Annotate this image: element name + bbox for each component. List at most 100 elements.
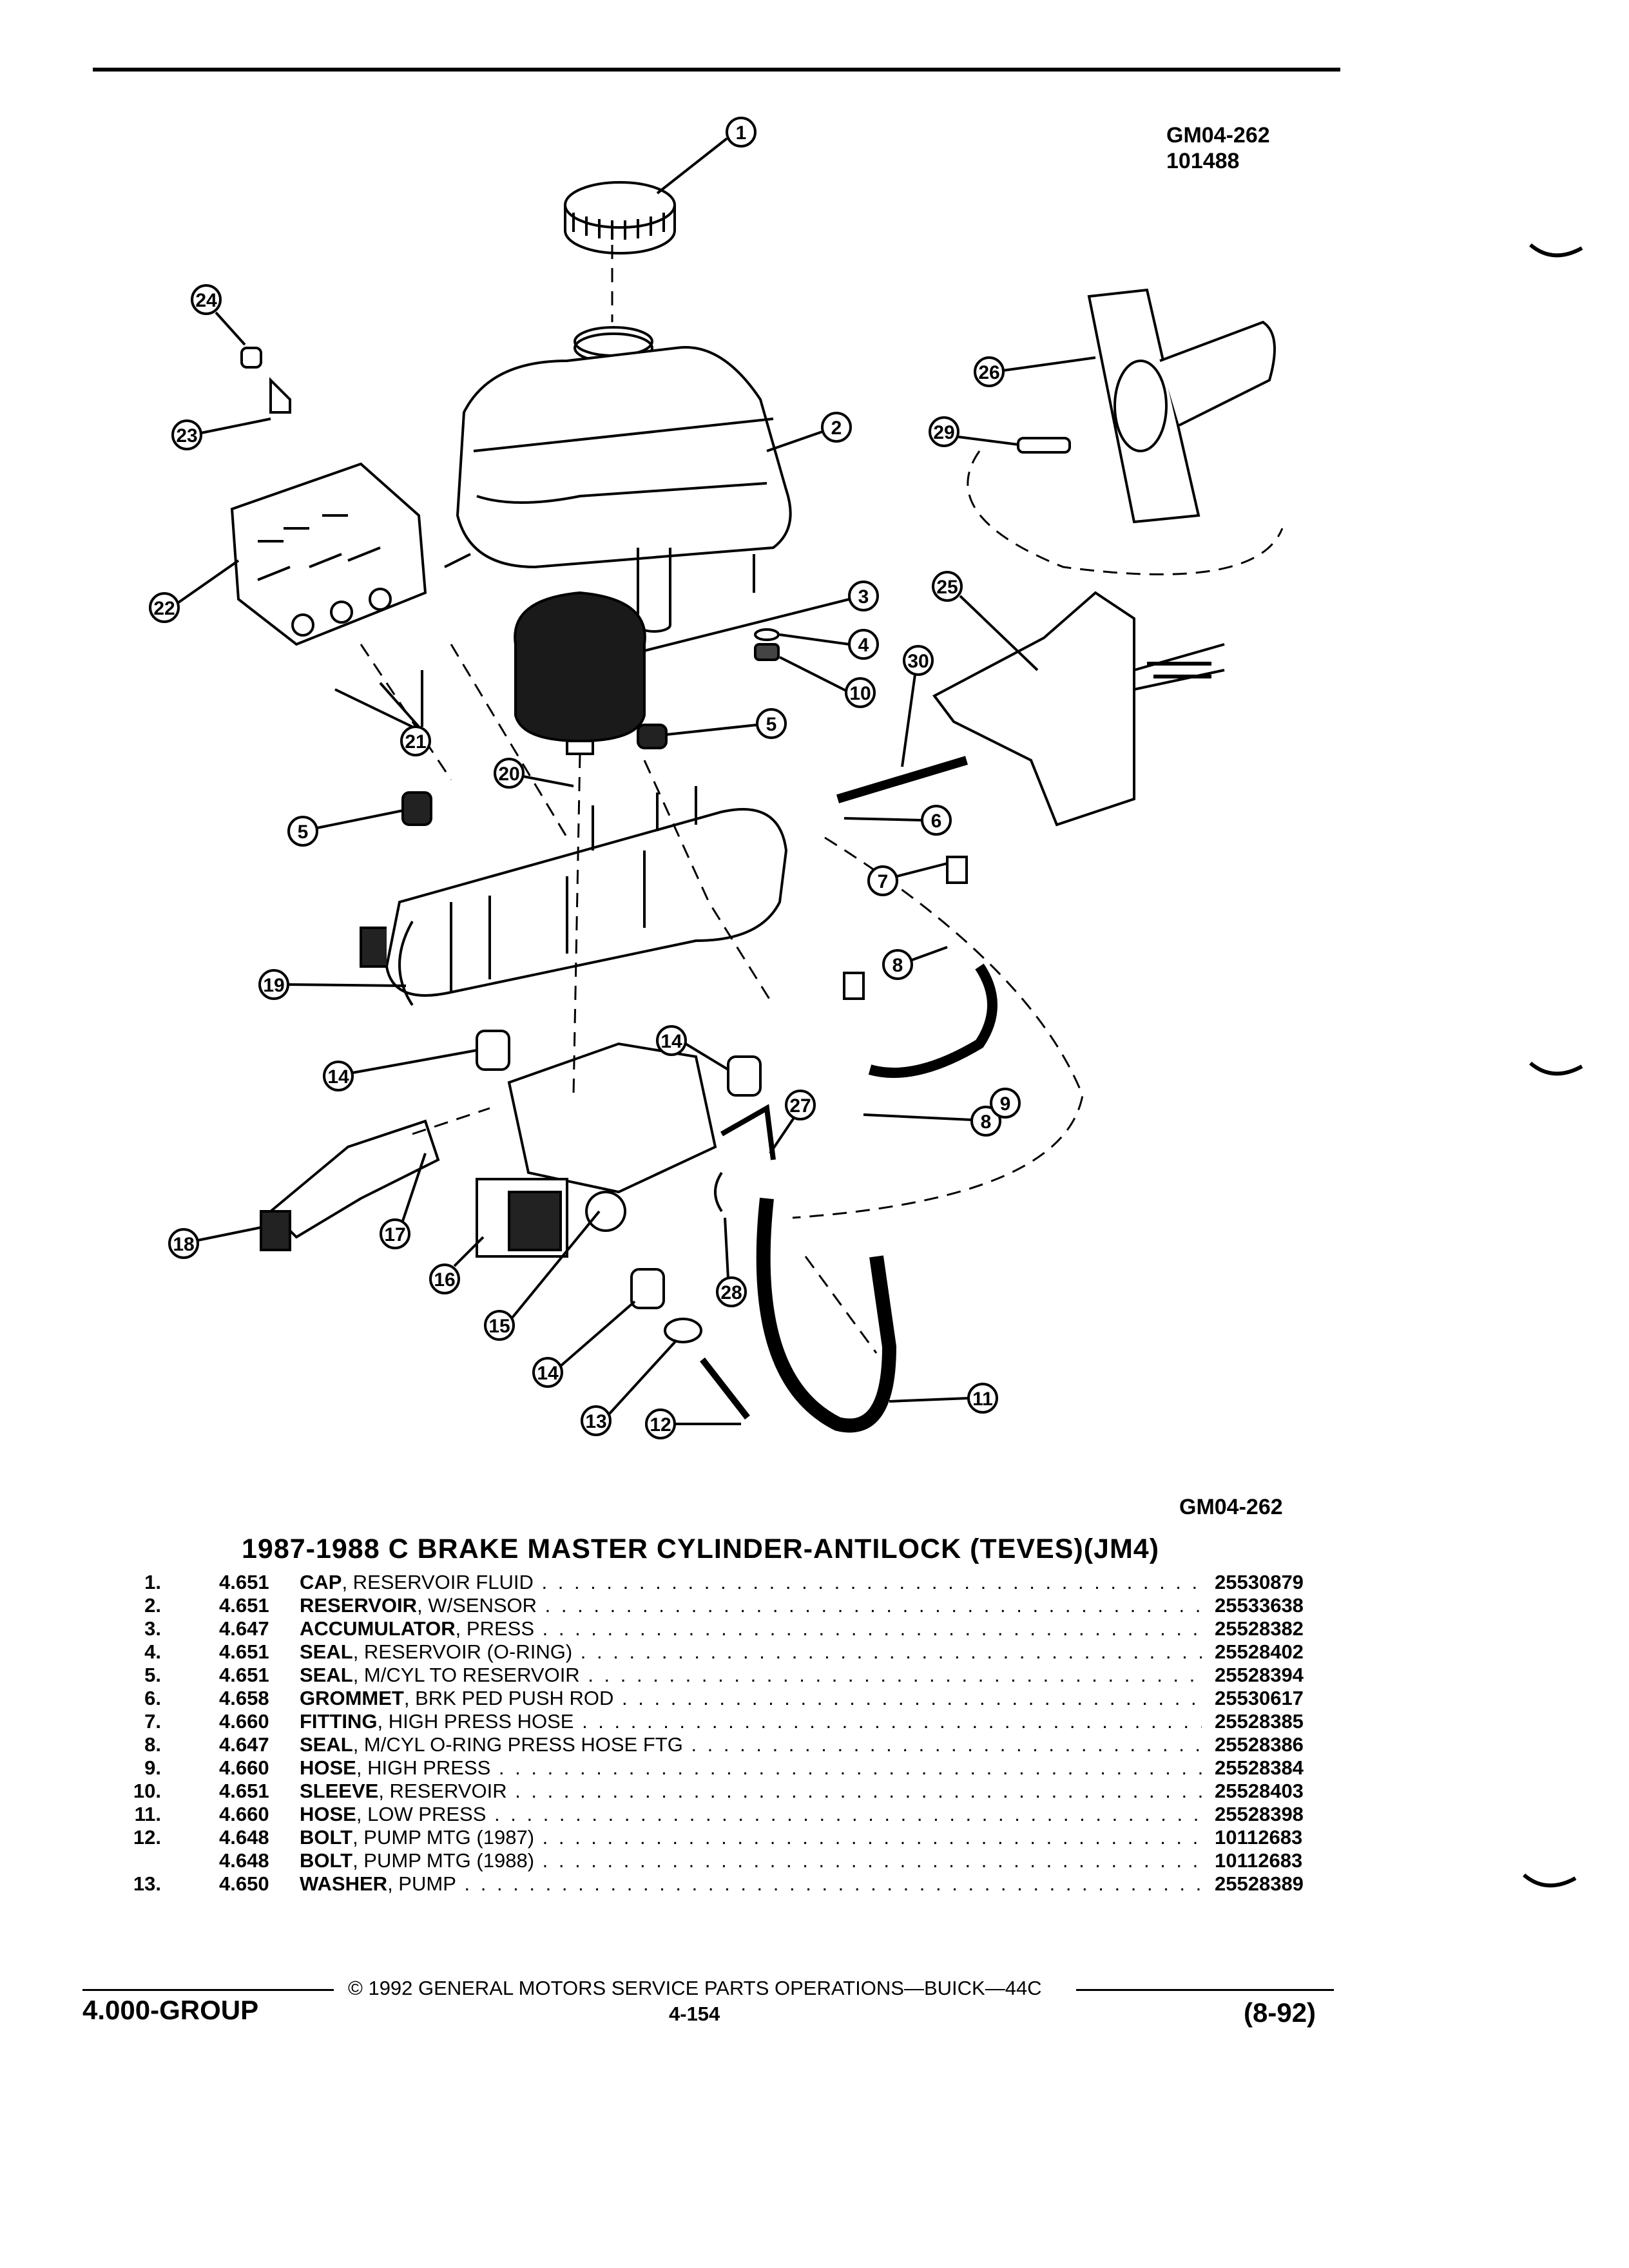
callout-22: 22 — [149, 559, 240, 623]
svg-text:6: 6 — [931, 811, 942, 832]
callout-15: 15 — [484, 1210, 601, 1341]
part-description: WASHER, PUMP . . . . . . . . . . . . . .… — [300, 1872, 1202, 1896]
callout-7: 7 — [867, 862, 948, 896]
svg-text:27: 27 — [789, 1095, 811, 1117]
callout-3: 3 — [644, 581, 879, 652]
group-number: 4.650 — [219, 1872, 269, 1895]
fluid-reservoir-illustration — [444, 326, 792, 633]
part-name: HOSE — [300, 1803, 356, 1825]
item-number: 10. — [133, 1780, 161, 1802]
group-number: 4.651 — [219, 1571, 269, 1593]
part-name: FITTING — [300, 1710, 378, 1733]
svg-text:19: 19 — [263, 975, 284, 996]
callout-28: 28 — [716, 1217, 747, 1307]
copyright-notice: © 1992 GENERAL MOTORS SERVICE PARTS OPER… — [348, 1977, 1042, 1999]
part-description: SLEEVE, RESERVOIR . . . . . . . . . . . … — [300, 1780, 1202, 1803]
part-number: 25530617 — [1215, 1687, 1304, 1709]
callout-4: 4 — [779, 629, 879, 660]
part-number: 10112683 — [1215, 1826, 1303, 1849]
exploded-parts-diagram: 1 2 3 4 10 5 5 6 7 8 8 9 11 12 13 14 14 … — [149, 117, 1284, 1439]
item-number: 13. — [133, 1872, 161, 1895]
part-name: HOSE — [300, 1756, 356, 1779]
leader-dots: . . . . . . . . . . . . . . . . . . . . … — [515, 1780, 1202, 1802]
part-name: SEAL — [300, 1640, 353, 1663]
leader-dots: . . . . . . . . . . . . . . . . . . . . … — [542, 1826, 1202, 1849]
part-number: 25528382 — [1215, 1617, 1304, 1640]
ref-code-line: GM04-262 — [1166, 123, 1270, 148]
group-number: 4.651 — [219, 1640, 269, 1663]
leader-dots: . . . . . . . . . . . . . . . . . . . . … — [542, 1617, 1202, 1640]
part-number: 25528384 — [1215, 1756, 1304, 1779]
leader-dots: . . . . . . . . . . . . . . . . . . . . … — [542, 1849, 1202, 1872]
part-number: 25528385 — [1215, 1710, 1304, 1733]
part-description: FITTING, HIGH PRESS HOSE . . . . . . . .… — [300, 1710, 1202, 1733]
pump-assembly-illustration — [260, 1030, 762, 1309]
part-number: 25530879 — [1215, 1571, 1304, 1593]
svg-text:25: 25 — [936, 577, 958, 598]
svg-text:4: 4 — [858, 635, 869, 656]
margin-mark — [1523, 1873, 1577, 1888]
callout-24: 24 — [191, 284, 246, 346]
part-description: SEAL, M/CYL O-RING PRESS HOSE FTG . . . … — [300, 1733, 1202, 1756]
margin-mark — [1529, 243, 1583, 258]
part-detail: , PRESS — [455, 1617, 534, 1640]
master-cylinder-illustration — [360, 786, 788, 1006]
catalog-title: 1987-1988 C BRAKE MASTER CYLINDER-ANTILO… — [242, 1533, 1160, 1564]
leader-dots: . . . . . . . . . . . . . . . . . . . . … — [545, 1594, 1202, 1617]
leader-dots: . . . . . . . . . . . . . . . . . . . . … — [691, 1733, 1202, 1756]
ref-number-line: 101488 — [1166, 149, 1240, 173]
callout-2: 2 — [766, 412, 852, 452]
svg-text:10: 10 — [849, 683, 871, 704]
group-number: 4.660 — [219, 1756, 269, 1779]
callout-9: 9 — [990, 1088, 1021, 1119]
reference-code: GM04-262 101488 — [1166, 122, 1270, 174]
item-number: 6. — [144, 1687, 161, 1709]
part-description: SEAL, RESERVOIR (O-RING) . . . . . . . .… — [300, 1640, 1202, 1664]
svg-text:29: 29 — [933, 422, 954, 443]
part-number: 10112683 — [1215, 1849, 1303, 1872]
callout-27: 27 — [769, 1090, 816, 1155]
callout-14a: 14 — [532, 1300, 636, 1388]
leader-dots: . . . . . . . . . . . . . . . . . . . . … — [464, 1872, 1202, 1895]
callout-12: 12 — [645, 1408, 741, 1439]
svg-text:12: 12 — [650, 1414, 671, 1436]
mounting-bracket-illustration — [932, 591, 1225, 827]
part-description: BOLT, PUMP MTG (1988) . . . . . . . . . … — [300, 1849, 1202, 1872]
callout-13: 13 — [581, 1339, 678, 1436]
svg-text:22: 22 — [153, 598, 175, 619]
item-number: 2. — [144, 1594, 161, 1617]
part-name: SEAL — [300, 1733, 353, 1756]
callout-19: 19 — [258, 969, 407, 1000]
callout-30: 30 — [901, 645, 934, 767]
callout-14b: 14 — [323, 1049, 477, 1091]
part-detail: , LOW PRESS — [356, 1803, 487, 1825]
item-number: 3. — [144, 1617, 161, 1640]
svg-text:5: 5 — [298, 822, 309, 843]
svg-text:13: 13 — [585, 1411, 606, 1432]
reservoir-cap-illustration — [564, 181, 676, 255]
svg-text:15: 15 — [488, 1316, 510, 1337]
svg-text:7: 7 — [878, 871, 889, 892]
margin-mark — [1529, 1061, 1583, 1076]
part-name: GROMMET — [300, 1687, 404, 1709]
group-number: 4.660 — [219, 1803, 269, 1825]
svg-text:28: 28 — [720, 1282, 742, 1303]
part-description: BOLT, PUMP MTG (1987) . . . . . . . . . … — [300, 1826, 1202, 1849]
part-number: 25528402 — [1215, 1640, 1304, 1663]
part-description: RESERVOIR, W/SENSOR . . . . . . . . . . … — [300, 1594, 1202, 1617]
part-detail: , M/CYL O-RING PRESS HOSE FTG — [352, 1733, 683, 1756]
svg-text:18: 18 — [173, 1234, 194, 1255]
